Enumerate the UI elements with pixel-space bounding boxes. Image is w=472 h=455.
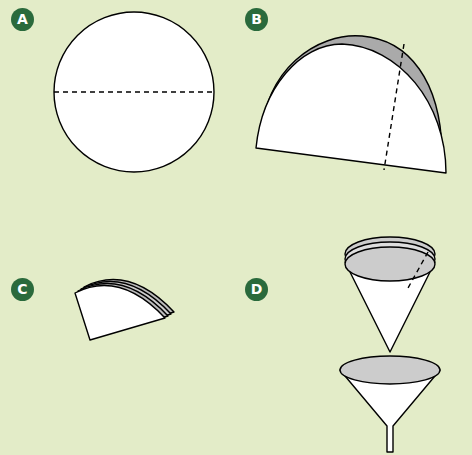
folded-quarter [75,286,165,340]
paper-circle [54,12,214,172]
callout-letter: B [245,8,268,31]
callout-letter: D [245,278,268,301]
funnel-rim [340,356,440,384]
folded-half [256,44,446,173]
fold-line [384,44,404,170]
fold-line [54,91,214,92]
callout-letter: A [11,8,34,31]
callout-letter: C [11,278,34,301]
fold-line [408,252,428,288]
